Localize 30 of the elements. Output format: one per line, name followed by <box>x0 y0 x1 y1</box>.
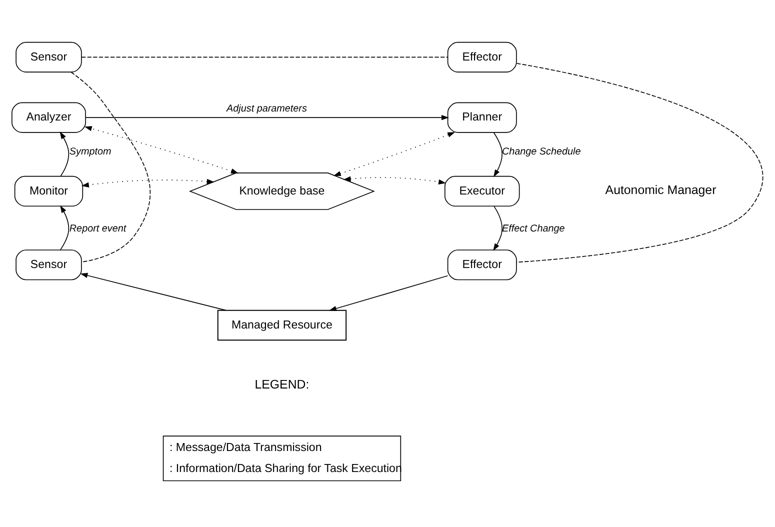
edge-label: Symptom <box>69 146 112 157</box>
arrow <box>85 114 449 120</box>
edge-label: Report event <box>69 222 126 234</box>
node-box: Managed Resource <box>217 309 347 340</box>
arrow <box>328 274 448 311</box>
node-box: Sensor <box>16 249 82 280</box>
edge-label: Adjust parameters <box>226 102 307 114</box>
node-box: Sensor <box>16 41 82 72</box>
legend-label: : Message/Data Transmission <box>169 442 322 454</box>
node-box: Effector <box>447 41 517 72</box>
label: LEGEND: <box>254 377 310 392</box>
connector <box>81 56 448 58</box>
node-box: Analyzer <box>12 102 86 132</box>
arrow <box>60 204 70 250</box>
arrow <box>333 132 456 176</box>
node-box: Planner <box>447 102 517 132</box>
arrow <box>80 272 226 310</box>
node-box: Executor <box>444 175 520 206</box>
edge-label: Change Schedule <box>502 146 581 157</box>
arrow <box>60 131 70 176</box>
arrow <box>81 178 214 187</box>
label: Autonomic Manager <box>605 182 716 197</box>
node-box: Monitor <box>14 175 84 206</box>
arrow <box>343 176 446 184</box>
arrow <box>493 132 502 177</box>
connector <box>516 62 763 262</box>
node-box: Effector <box>447 249 517 280</box>
connector <box>70 71 151 262</box>
arrow <box>84 126 239 173</box>
arrow <box>493 206 502 250</box>
